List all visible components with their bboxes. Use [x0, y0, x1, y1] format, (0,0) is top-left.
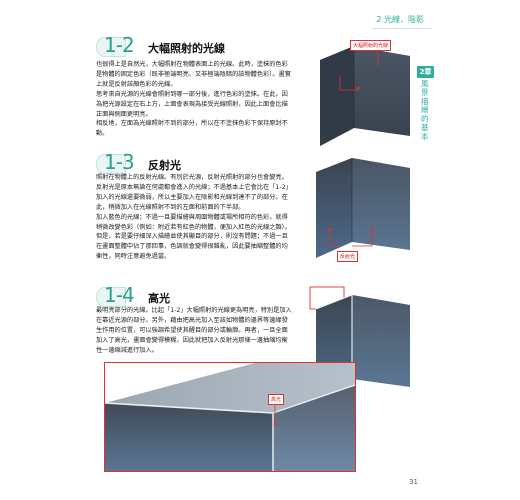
paragraph: 反射光是原本無論在何處都會進入的光線；不過基本上它會比在「1-2」加入的光線還要… — [96, 183, 292, 211]
paragraph: 相反地，左面為光線照射不到的部分，所以在不塗抹色彩下保持原封不動。 — [96, 120, 288, 138]
callout-reflected-light: 反射光 — [337, 251, 359, 262]
zoomed-top-face — [105, 363, 355, 413]
section-number: 1-3 — [104, 150, 135, 174]
section-heading-1-2: 1-2 大幅照射的光線 — [96, 33, 231, 63]
zoomed-cube-edge — [105, 363, 355, 471]
section-number: 1-4 — [104, 283, 135, 307]
section-title: 反射光 — [148, 159, 181, 172]
heading-pill — [96, 37, 126, 57]
cube-left-face — [316, 158, 352, 258]
paragraph: 也很得上是自然光，大幅照射在物體表面上的光線。此時，塗抹的色彩是物體的固定色彩（… — [96, 61, 291, 88]
section-heading-1-3: 1-3 反射光 — [96, 150, 231, 180]
heading-pill — [96, 154, 126, 174]
chapter-tab: 2章 — [417, 66, 434, 78]
cube-front-face — [352, 295, 410, 387]
heading-pill — [96, 287, 126, 307]
callout-ambient-light: 大幅照射的光線 — [350, 40, 392, 51]
cube-illustration-ambient — [320, 42, 410, 146]
section-body-1-3: 照射在物體上的反射光線。有別於光源，反射光照射的部分也會變亮。 反射光是原本無論… — [96, 173, 292, 262]
cube-shadow-face — [320, 46, 354, 146]
zoomed-highlight-edge — [105, 402, 274, 414]
zoomed-left-face — [105, 403, 273, 471]
cube-front-face — [352, 158, 410, 250]
highlight-zoom-panel — [104, 362, 356, 472]
section-body-1-2: 也很得上是自然光，大幅照射在物體表面上的光線。此時，塗抹的色彩是物體的固定色彩（… — [96, 60, 292, 139]
section-title: 大幅照射的光線 — [148, 42, 225, 55]
paragraph: 照射在物體上的反射光線。有別於光源，反射光照射的部分也會變亮。 — [96, 174, 288, 181]
header-rule — [372, 28, 432, 29]
paragraph: 加入藍色的光線；不過一旦要描繪與周圍物體或場所相符的色彩，就得稍微改變色彩（例如… — [96, 213, 291, 261]
section-title: 高光 — [148, 292, 170, 305]
chapter-header: 2 光線．陰影 — [376, 15, 424, 24]
callout-highlight: 高光 — [268, 394, 285, 405]
callout-line — [329, 230, 340, 247]
page-number: 31 — [409, 478, 418, 486]
section-heading-1-4: 1-4 高光 — [96, 283, 231, 313]
cube-illustration-reflected — [316, 158, 410, 258]
paragraph: 最明亮部分的光線。比起「1-2」大幅照射的光線更為明亮，特別是加入在靠近光源的部… — [96, 307, 292, 354]
chapter-side-title: 風景描繪的基本 — [421, 79, 429, 141]
section-body-1-4: 最明亮部分的光線。比起「1-2」大幅照射的光線更為明亮，特別是加入在靠近光源的部… — [96, 306, 292, 356]
section-number: 1-2 — [104, 33, 135, 57]
paragraph: 思考來自光源的光線會照射到哪一部分後，進行色彩的塗抹。在此，因為把光源設定在右上… — [96, 90, 288, 118]
cube-front-face — [354, 46, 410, 136]
